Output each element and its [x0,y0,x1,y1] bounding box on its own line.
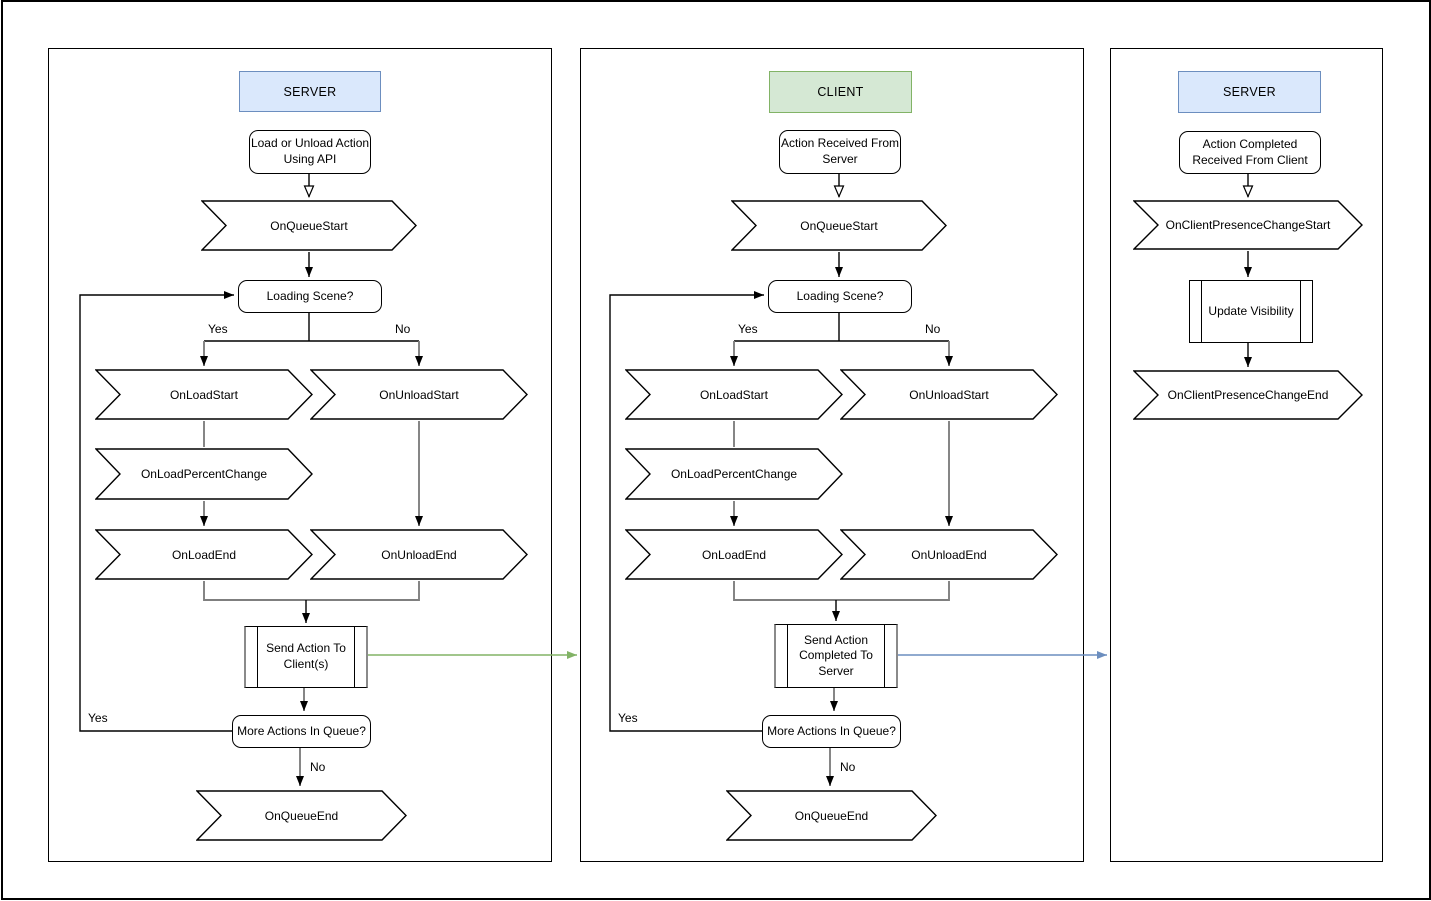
chevron-shape [1133,200,1363,250]
update-visibility-label: Update Visibility [1208,303,1294,318]
loop-yes-label-client: Yes [618,711,638,725]
onloadstart-event: OnLoadStart [95,369,313,420]
chevron-shape [201,200,417,251]
process-bar-right [354,627,355,687]
loading-scene-decision-client: Loading Scene? [768,280,912,313]
onloadend-label: OnLoadEnd [171,547,237,562]
yes-branch-label: Yes [208,322,228,336]
onqueueend-event-client: OnQueueEnd [726,790,937,841]
send-action-completed-label: Send Action Completed To Server [799,632,873,678]
onloadpercentchange-label-client: OnLoadPercentChange [670,467,798,481]
onqueuestart-event-client: OnQueueStart [731,200,947,251]
onunloadend-label: OnUnloadEnd [381,547,457,562]
client-queue-header-label: CLIENT [817,85,864,99]
onloadpercentchange-event: OnLoadPercentChange [95,448,313,500]
server-presence-header-label: SERVER [1223,85,1276,99]
server-queue-panel [48,48,552,862]
no-queue-label-client: No [840,760,856,774]
onunloadstart-label: OnUnloadStart [379,387,459,402]
onloadend-label-client: OnLoadEnd [701,547,767,562]
server-presence-header: SERVER [1178,71,1321,113]
onloadpercentchange-label: OnLoadPercentChange [140,467,268,481]
chevron-shape [625,448,843,500]
more-actions-label: More Actions In Queue? [237,723,366,738]
more-actions-decision: More Actions In Queue? [232,715,371,748]
onloadpercentchange-event-client: OnLoadPercentChange [625,448,843,500]
onclientpresencechangeend-label: OnClientPresenceChangeEnd [1167,388,1329,402]
load-unload-action-label: Load or Unload Action Using API [250,136,370,166]
server-queue-header-label: SERVER [283,84,337,99]
chevron-shape [1133,370,1363,420]
chevron-shape [840,369,1058,420]
onunloadend-event: OnUnloadEnd [310,529,528,580]
onunloadstart-label-client: OnUnloadStart [909,387,989,402]
onloadstart-event-client: OnLoadStart [625,369,843,420]
load-unload-action-node: Load or Unload Action Using API [249,130,371,174]
process-bar-right [884,625,885,687]
loading-scene-decision: Loading Scene? [238,280,382,313]
chevron-shape [310,369,528,420]
yes-branch-label-client: Yes [738,322,758,336]
chevron-shape [196,790,407,841]
onclientpresencechangeend-event: OnClientPresenceChangeEnd [1133,370,1363,420]
process-bar-left [787,625,788,687]
server-presence-panel [1110,48,1383,862]
onclientpresencechangestart-event: OnClientPresenceChangeStart [1133,200,1363,250]
no-branch-label: No [395,322,411,336]
chevron-shape [95,369,313,420]
chevron-shape [310,529,528,580]
chevron-shape [95,448,313,500]
onqueuestart-event: OnQueueStart [201,200,417,251]
onloadend-event-client: OnLoadEnd [625,529,843,580]
onunloadstart-event: OnUnloadStart [310,369,528,420]
chevron-shape [731,200,947,251]
onqueueend-label: OnQueueEnd [264,808,339,823]
send-action-to-clients-process: Send Action To Client(s) [244,626,368,688]
chevron-shape [625,529,843,580]
no-branch-label-client: No [925,322,941,336]
action-completed-received-label: Action Completed Received From Client [1192,136,1308,167]
onqueuestart-label-client: OnQueueStart [800,218,878,233]
onunloadend-label-client: OnUnloadEnd [911,547,987,562]
client-queue-header: CLIENT [769,71,912,113]
onqueuestart-label: OnQueueStart [270,218,348,233]
client-queue-panel [580,48,1084,862]
onloadstart-label-client: OnLoadStart [699,387,769,402]
more-actions-decision-client: More Actions In Queue? [762,715,901,748]
loop-yes-label: Yes [88,711,108,725]
more-actions-label-client: More Actions In Queue? [767,723,896,738]
chevron-shape [625,369,843,420]
action-received-label: Action Received From Server [780,136,900,166]
onloadstart-label: OnLoadStart [169,387,239,402]
onqueueend-label-client: OnQueueEnd [794,808,869,823]
chevron-shape [726,790,937,841]
onloadend-event: OnLoadEnd [95,529,313,580]
chevron-shape [840,529,1058,580]
onclientpresencechangestart-label: OnClientPresenceChangeStart [1165,218,1331,232]
update-visibility-process: Update Visibility [1189,280,1313,343]
onunloadend-event-client: OnUnloadEnd [840,529,1058,580]
server-queue-header: SERVER [239,71,381,112]
process-bar-left [1201,281,1202,342]
process-bar-right [1300,281,1301,342]
action-completed-received-node: Action Completed Received From Client [1179,131,1321,174]
send-action-completed-process: Send Action Completed To Server [774,624,898,688]
send-action-to-clients-label: Send Action To Client(s) [266,641,346,671]
action-received-node: Action Received From Server [779,130,901,174]
chevron-shape [95,529,313,580]
no-queue-label: No [310,760,326,774]
process-bar-left [257,627,258,687]
loading-scene-label: Loading Scene? [266,288,354,303]
onunloadstart-event-client: OnUnloadStart [840,369,1058,420]
loading-scene-label-client: Loading Scene? [796,288,884,303]
onqueueend-event: OnQueueEnd [196,790,407,841]
